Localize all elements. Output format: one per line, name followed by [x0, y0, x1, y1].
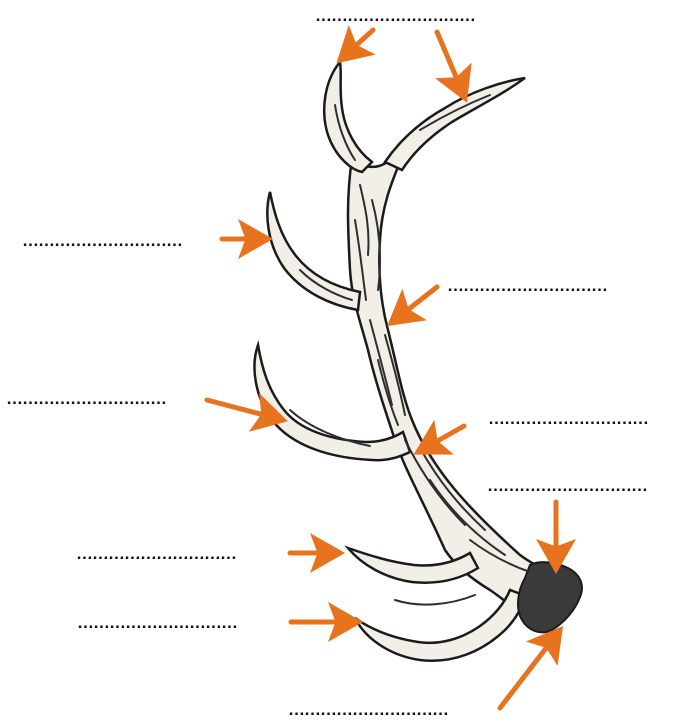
arrow-top-right: [437, 32, 465, 98]
arrow-right-upper: [391, 287, 437, 323]
arrow-bottom: [500, 630, 560, 708]
antler-illustration: [254, 62, 581, 661]
antler-upper-left-tine: [267, 192, 360, 310]
antler-main-beam: [348, 142, 575, 625]
label-blank-right-lower: …………………………: [487, 477, 647, 494]
label-blank-right-middle: …………………………: [488, 410, 648, 427]
label-blank-left-upper: …………………………: [22, 232, 182, 249]
antler-brow-tine: [355, 590, 526, 661]
label-blank-left-middle: …………………………: [6, 390, 166, 407]
label-blank-left-bottom: …………………………: [77, 614, 237, 631]
antler-texture: [290, 95, 530, 605]
label-blank-left-lower: …………………………: [76, 545, 236, 562]
antler-burr: [518, 562, 582, 632]
label-blank-bottom: …………………………: [288, 701, 448, 718]
arrow-top-left: [340, 30, 373, 60]
antler-top-right-tine: [385, 78, 525, 170]
antler-top-left-tine: [324, 62, 372, 172]
arrow-right-middle: [418, 426, 464, 452]
label-blank-right-upper: …………………………: [447, 277, 607, 294]
label-blank-top: …………………………: [315, 7, 475, 24]
